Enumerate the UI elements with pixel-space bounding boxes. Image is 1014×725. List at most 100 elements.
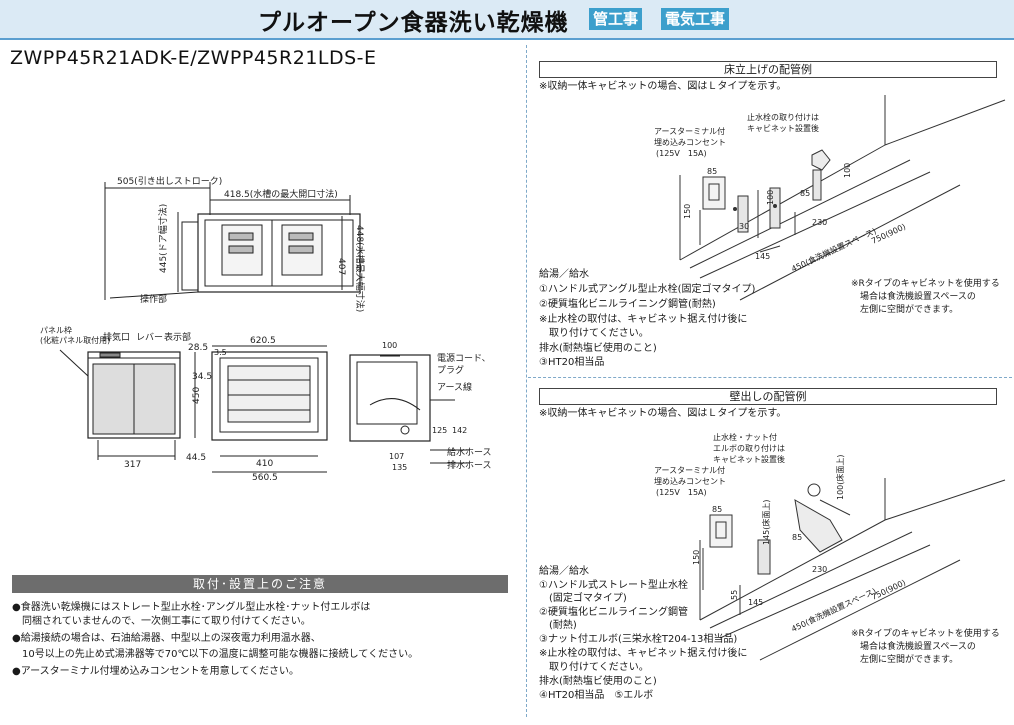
- wall-dim: 85: [792, 533, 802, 542]
- wall-outlet-label: 埋め込みコンセント: [654, 476, 726, 486]
- floor-list-line: ③HT20相当品: [539, 357, 605, 368]
- wall-list-line: ③ナット付エルボ(三栄水栓T204-13相当品): [539, 634, 738, 645]
- wall-dim: 750(900): [870, 578, 907, 602]
- wall-list-line: (耐熱): [539, 620, 577, 631]
- wall-dim: 145: [748, 598, 763, 607]
- wall-dim: 230: [812, 565, 827, 574]
- floor-dim: 145: [755, 252, 770, 261]
- dim-3: 3.5: [214, 348, 227, 357]
- model-number: ZWPP45R21ADK-E/ZWPP45R21LDS-E: [10, 47, 377, 69]
- section-divider-right: [528, 377, 1012, 378]
- floor-dim: 450(食洗機設置スペース): [790, 226, 878, 274]
- floor-side-note: 左側に空間ができます。: [860, 305, 959, 315]
- label-earth: アース線: [437, 381, 472, 393]
- wall-dim: 150: [692, 550, 701, 565]
- label-drain-hose: 排水ホース: [447, 459, 492, 471]
- label-display: 表示部: [164, 331, 191, 343]
- floor-section-title: 床立上げの配管例: [539, 61, 997, 78]
- label-power-cord: 電源コード、: [437, 353, 491, 364]
- title-bar: [0, 0, 1014, 40]
- caution-title: 取付･設置上のご注意: [12, 575, 508, 593]
- floor-section-note: ※収納一体キャビネットの場合、図はＬタイプを示す。: [539, 81, 787, 92]
- wall-list-line: ④HT20相当品 ⑤エルボ: [539, 690, 654, 701]
- wall-dim: 55: [730, 590, 739, 600]
- dim-door-width: 445(ドア幅寸法): [157, 204, 169, 273]
- floor-side-note: ※Rタイプのキャビネットを使用する: [851, 279, 1000, 289]
- floor-valve-label: 止水栓の取り付けは: [747, 112, 819, 122]
- wall-list-line: ①ハンドル式ストレート型止水栓: [539, 580, 688, 591]
- floor-side-note: 場合は食洗機設置スペースの: [860, 292, 976, 302]
- dim-125: 125: [432, 426, 447, 435]
- label-plug: プラグ: [437, 364, 464, 376]
- dim-560: 560.5: [252, 473, 278, 483]
- floor-dim: 100: [843, 163, 852, 178]
- wall-outlet-label: (125V 15A): [656, 488, 707, 497]
- floor-dim: 85: [800, 189, 810, 198]
- wall-dim: 85: [712, 505, 722, 514]
- wall-list-line: (固定ゴマタイプ): [539, 593, 627, 604]
- label-supply-hose: 給水ホース: [447, 446, 492, 458]
- label-exhaust: 排気口: [103, 331, 130, 343]
- wall-side-note: 場合は食洗機設置スペースの: [860, 642, 976, 652]
- dim-tank-opening: 418.5(水槽の最大開口寸法): [224, 188, 338, 200]
- label-panel-frame: パネル枠: [40, 325, 72, 335]
- dim-317: 317: [124, 460, 141, 470]
- label-operation: 操作部: [140, 293, 167, 305]
- floor-dim: 100: [766, 190, 775, 205]
- caution-line: ●給湯接続の場合は、石油給湯器、中型以上の深夜電力利用温水器、: [12, 633, 321, 644]
- dim-142: 142: [452, 426, 467, 435]
- caution-line: 10号以上の先止め式湯沸器等で70℃以下の温度に調整可能な機器に接続してください…: [12, 649, 419, 660]
- floor-dim: 30: [739, 222, 749, 231]
- dim-height-450: 450: [192, 387, 202, 404]
- label-panel-frame-note: (化粧パネル取付用): [40, 335, 110, 345]
- wall-side-note: 左側に空間ができます。: [860, 655, 959, 665]
- floor-list-line: 給湯／給水: [539, 269, 589, 280]
- dim-28: 28.5: [188, 343, 208, 353]
- wall-valve-label: 止水栓・ナット付: [713, 432, 777, 442]
- wall-list-line: 取り付けてください。: [539, 662, 649, 673]
- floor-dim: 150: [683, 204, 692, 219]
- dim-stroke: 505(引き出しストローク): [117, 175, 222, 187]
- appliance-dimension-drawings: 505(引き出しストローク) 418.5(水槽の最大開口寸法) 操作部 445(…: [40, 175, 492, 483]
- caution-line: 同梱されていませんので、一次側工事にて取り付けてください。: [12, 616, 311, 627]
- wall-list-line: 排水(耐熱塩ビ使用のこと): [539, 676, 657, 687]
- floor-list-line: 取り付けてください。: [539, 328, 649, 339]
- dim-tank-max-width: 448(水槽最大幅寸法): [354, 225, 366, 312]
- wall-list-line: ※止水栓の取付は、キャビネット据え付け後に: [539, 648, 748, 659]
- floor-dim: 230: [812, 218, 827, 227]
- floor-list-line: ※止水栓の取付は、キャビネット据え付け後に: [539, 314, 748, 325]
- wall-outlet-label: アースターミナル付: [654, 465, 725, 475]
- floor-outlet-label: アースターミナル付: [654, 126, 725, 136]
- caution-line: ●アースターミナル付埋め込みコンセントを用意してください。: [12, 666, 300, 677]
- page-title: プルオープン食器洗い乾燥機: [258, 10, 569, 36]
- dim-410: 410: [256, 459, 273, 469]
- dim-107: 107: [389, 452, 404, 461]
- wall-section-title: 壁出しの配管例: [539, 388, 997, 405]
- badge-electric: 電気工事: [661, 8, 730, 30]
- dim-135: 135: [392, 463, 407, 472]
- dim-34: 34.5: [192, 372, 212, 382]
- dim-620: 620.5: [250, 336, 276, 346]
- wall-section-note: ※収納一体キャビネットの場合、図はＬタイプを示す。: [539, 408, 787, 419]
- wall-dim: 100(床面上): [835, 454, 845, 500]
- dim-tank-width: 407: [336, 258, 346, 275]
- wall-valve-label: エルボの取り付けは: [713, 443, 785, 453]
- wall-list-line: 給湯／給水: [539, 566, 589, 577]
- floor-outlet-label: 埋め込みコンセント: [654, 137, 726, 147]
- badge-plumbing: 管工事: [589, 8, 643, 30]
- caution-line: ●食器洗い乾燥機にはストレート型止水栓･アングル型止水栓･ナット付エルボは: [12, 602, 371, 613]
- floor-list-line: 排水(耐熱塩ビ使用のこと): [539, 343, 657, 354]
- wall-dim: 145(床面上): [761, 499, 771, 545]
- section-divider: [526, 45, 527, 717]
- floor-outlet-label: (125V 15A): [656, 149, 707, 158]
- floor-list-line: ①ハンドル式アングル型止水栓(固定ゴマタイプ): [539, 284, 756, 295]
- dim-44: 44.5: [186, 453, 206, 463]
- wall-valve-label: キャビネット設置後: [713, 454, 785, 464]
- dim-100-rear: 100: [382, 341, 397, 350]
- wall-list-line: ②硬質塩化ビニルライニング鋼管: [539, 607, 688, 618]
- floor-dim: 85: [707, 167, 717, 176]
- label-lever: レバー: [136, 332, 163, 343]
- wall-dim: 450(食洗機設置スペース): [790, 586, 878, 634]
- floor-valve-label: キャビネット設置後: [747, 123, 819, 133]
